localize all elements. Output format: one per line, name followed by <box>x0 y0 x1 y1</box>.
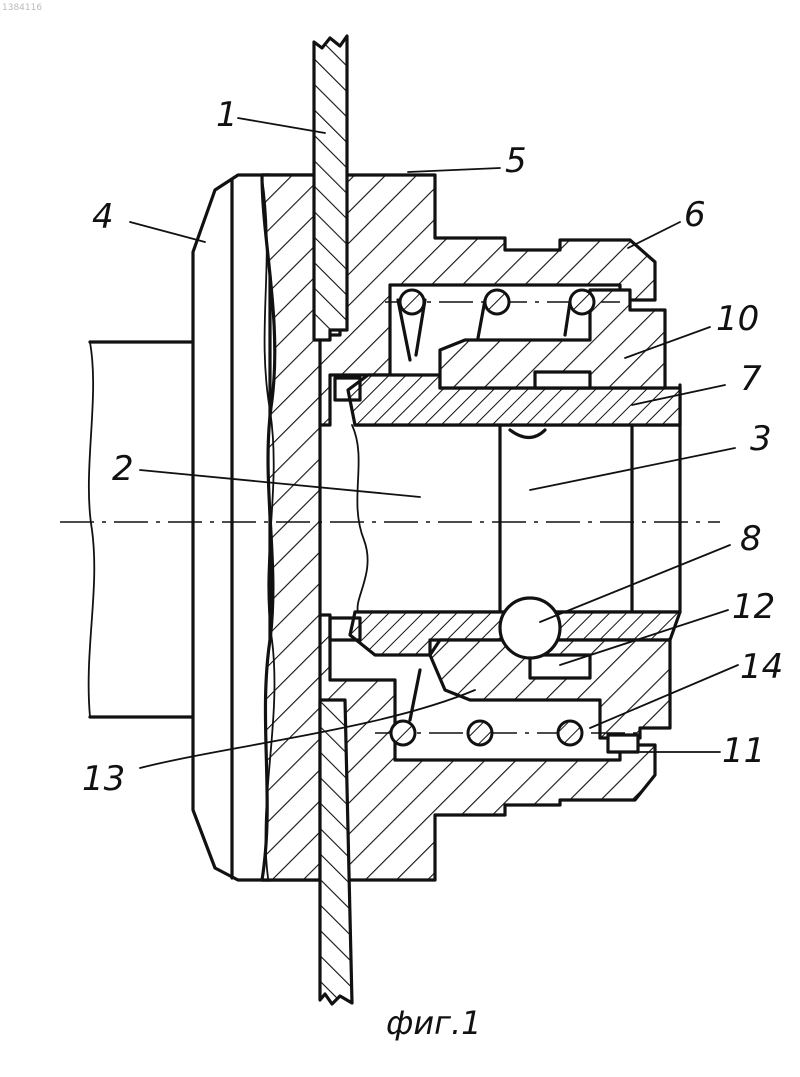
callout-8: 8 <box>740 519 762 559</box>
callout-5: 5 <box>505 141 527 181</box>
flange-hub-part-4 <box>193 175 270 880</box>
shaft-stub <box>89 342 200 717</box>
corner-mark: 1384116 <box>2 3 42 13</box>
slider-part-10 <box>440 290 665 388</box>
slider-part-12 <box>430 640 670 738</box>
ring-part-11 <box>608 735 638 752</box>
callout-1: 1 <box>216 95 238 135</box>
callout-11: 11 <box>722 731 765 771</box>
callout-12: 12 <box>732 587 775 627</box>
callout-2: 2 <box>112 449 134 489</box>
callout-3: 3 <box>750 419 772 459</box>
figure-caption: фиг.1 <box>386 1004 482 1042</box>
callout-4: 4 <box>92 197 114 237</box>
callout-6: 6 <box>684 195 706 235</box>
callout-13: 13 <box>82 759 125 799</box>
callout-7: 7 <box>740 359 762 399</box>
ball-part-8 <box>500 598 560 658</box>
callout-14: 14 <box>740 647 783 687</box>
callout-10: 10 <box>716 299 759 339</box>
